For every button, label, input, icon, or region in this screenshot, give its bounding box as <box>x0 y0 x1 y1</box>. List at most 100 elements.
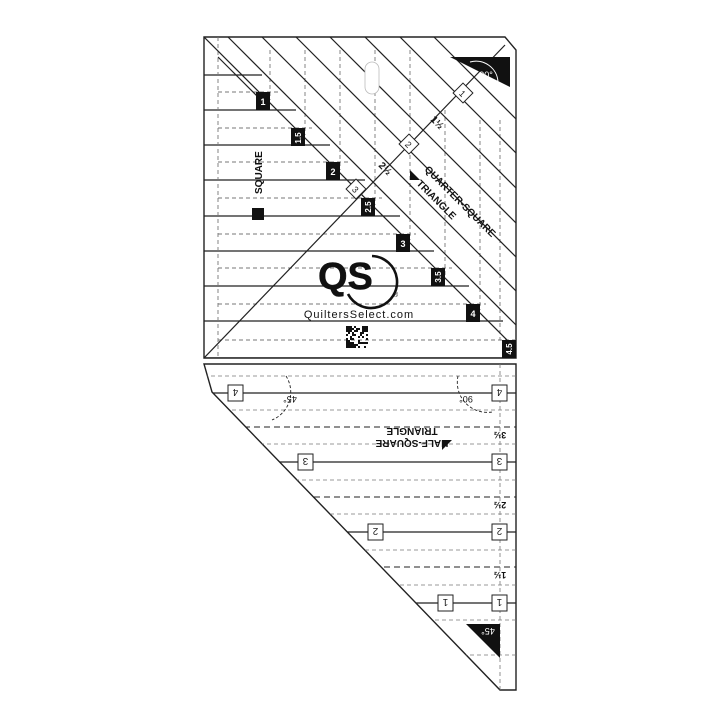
qr-module <box>350 328 352 330</box>
qr-module <box>348 344 350 346</box>
edge-marker: 1 <box>256 92 270 110</box>
qr-module <box>354 326 356 328</box>
half-square-label: HALF-SQUARE TRIANGLE <box>375 425 452 450</box>
edge-marker: 2 <box>326 162 340 180</box>
left-marker: 1 <box>437 594 454 612</box>
qr-module <box>362 330 364 332</box>
qr-module <box>366 342 368 344</box>
square-label: SQUARE <box>254 151 265 194</box>
diagonal-marker: 3 <box>345 178 367 200</box>
angle-arc-left <box>271 375 292 421</box>
fraction-marker: 3½ <box>493 430 506 440</box>
qr-module <box>352 328 354 330</box>
qr-module <box>356 330 358 332</box>
hang-slot <box>364 61 380 95</box>
edge-marker: 4.5 <box>502 340 516 358</box>
logo-swoosh <box>346 254 399 310</box>
qr-module <box>348 342 350 344</box>
qr-module <box>356 344 358 346</box>
qr-module <box>366 334 368 336</box>
bottom-corner-angle: 45° <box>481 626 495 636</box>
qr-module <box>346 330 348 332</box>
square-icon <box>252 208 264 220</box>
registered-mark: ® <box>393 291 399 299</box>
qr-module <box>346 344 348 346</box>
diagonal-marker: 1 <box>452 82 474 104</box>
qr-module <box>348 332 350 334</box>
svg-text:3: 3 <box>302 455 308 466</box>
svg-text:2.5: 2.5 <box>364 201 373 213</box>
svg-text:1: 1 <box>260 97 265 107</box>
bottom-left-markers: 4 3 2 1 <box>227 384 454 612</box>
qr-module <box>366 328 368 330</box>
bottom-ruler: 4 3 2 1 4 3 2 1 3½ 2½ 1½ 45° 90° HALF-SQ… <box>203 363 517 691</box>
qr-module <box>362 336 364 338</box>
qr-module <box>350 346 352 348</box>
svg-text:HALF-SQUARE: HALF-SQUARE <box>375 437 448 448</box>
top-ruler: 90° 1 1.5 2 2.5 3 3.5 4 4.5 1 2 3 1½ 2½ … <box>203 36 517 359</box>
svg-text:3: 3 <box>400 239 405 249</box>
qr-module <box>366 330 368 332</box>
qr-module <box>360 332 362 334</box>
qr-module <box>352 332 354 334</box>
qr-module <box>364 342 366 344</box>
qr-module <box>366 338 368 340</box>
qr-module <box>358 342 360 344</box>
top-corner-angle: 90° <box>479 70 493 80</box>
svg-text:1: 1 <box>442 596 448 607</box>
qr-module <box>358 340 360 342</box>
qr-module <box>362 326 364 328</box>
svg-text:4: 4 <box>496 386 502 397</box>
qr-module <box>348 346 350 348</box>
qr-module <box>364 326 366 328</box>
qr-module <box>346 342 348 344</box>
svg-text:2: 2 <box>403 139 414 150</box>
svg-text:1.5: 1.5 <box>294 132 303 144</box>
right-marker: 1 <box>491 594 508 612</box>
svg-text:4: 4 <box>232 386 238 397</box>
qs-logo-icon: QS ® <box>318 254 399 310</box>
qr-module <box>354 346 356 348</box>
qr-module <box>348 328 350 330</box>
qr-module <box>348 340 350 342</box>
qr-module <box>352 342 354 344</box>
svg-text:1: 1 <box>496 596 502 607</box>
qr-module <box>346 334 348 336</box>
qr-module <box>350 344 352 346</box>
qr-module <box>346 328 348 330</box>
right-marker: 2 <box>491 523 508 541</box>
top-corner-triangle <box>450 57 510 87</box>
qr-module <box>346 338 348 340</box>
svg-text:3.5: 3.5 <box>434 271 443 283</box>
qr-module <box>346 340 348 342</box>
svg-text:3: 3 <box>496 455 502 466</box>
qr-module <box>352 346 354 348</box>
qr-module <box>352 338 354 340</box>
svg-text:TRIANGLE: TRIANGLE <box>386 425 437 436</box>
edge-marker: 3 <box>396 234 410 252</box>
angle-right-label: 90° <box>459 394 473 404</box>
svg-text:3: 3 <box>350 184 361 195</box>
angle-left-label: 45° <box>283 394 297 404</box>
edge-marker: 1.5 <box>291 128 305 146</box>
svg-text:2: 2 <box>496 525 502 536</box>
qr-module <box>350 342 352 344</box>
qr-module <box>358 346 360 348</box>
fraction-marker: 2½ <box>493 500 506 510</box>
qr-code-icon <box>346 326 368 348</box>
qr-module <box>352 344 354 346</box>
qr-module <box>358 336 360 338</box>
right-marker: 4 <box>491 384 508 402</box>
edge-marker: 3.5 <box>431 268 445 286</box>
qr-module <box>348 330 350 332</box>
qr-module <box>360 334 362 336</box>
qr-module <box>346 346 348 348</box>
left-marker: 2 <box>367 523 384 541</box>
quarter-triangle-icon <box>410 170 420 180</box>
qr-module <box>350 330 352 332</box>
qr-module <box>354 344 356 346</box>
qr-module <box>356 328 358 330</box>
svg-text:2: 2 <box>330 167 335 177</box>
svg-text:4: 4 <box>470 309 475 319</box>
